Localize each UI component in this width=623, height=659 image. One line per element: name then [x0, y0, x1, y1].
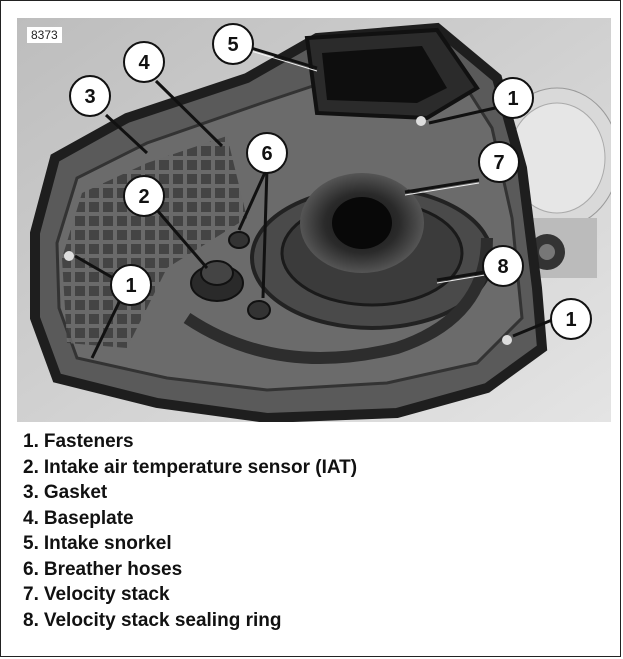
- legend-label: Breather hoses: [43, 558, 183, 580]
- legend-number: 8.: [23, 609, 39, 631]
- legend-number: 1.: [23, 431, 39, 452]
- callout-1-top-number: 1: [507, 88, 518, 110]
- callout-5: 5: [212, 23, 254, 65]
- callout-4-number: 4: [138, 52, 150, 74]
- callout-3-number: 3: [84, 86, 95, 108]
- callout-4: 4: [123, 41, 165, 83]
- legend-number: 7.: [23, 584, 39, 605]
- legend-item: 8.Velocity stack sealing ring: [23, 608, 357, 634]
- figure-id: 8373: [27, 27, 62, 43]
- legend-label: Velocity stack: [43, 584, 170, 605]
- legend-item: 1.Fasteners: [23, 429, 357, 455]
- legend-number: 2.: [23, 456, 39, 478]
- legend-item: 2.Intake air temperature sensor (IAT): [23, 455, 357, 481]
- legend-label: Velocity stack sealing ring: [43, 609, 282, 631]
- legend-item: 4.Baseplate: [23, 506, 357, 532]
- legend-label: Gasket: [43, 482, 108, 503]
- fastener: [64, 251, 74, 261]
- callout-6-number: 6: [261, 143, 272, 165]
- fastener: [502, 335, 512, 345]
- callout-2-number: 2: [138, 186, 149, 208]
- component-photo: 5 4 3 1 6 7 2: [17, 18, 611, 422]
- callout-6: 6: [246, 132, 288, 174]
- legend-item: 5.Intake snorkel: [23, 531, 357, 557]
- breather-fitting: [247, 300, 271, 320]
- callout-3: 3: [69, 75, 111, 117]
- callout-7: 7: [478, 141, 520, 183]
- callout-8: 8: [482, 245, 524, 287]
- legend-label: Fasteners: [43, 431, 134, 452]
- callout-5-number: 5: [227, 34, 238, 56]
- breather-fitting: [228, 231, 250, 249]
- legend-list: 1.Fasteners 2.Intake air temperature sen…: [23, 429, 357, 633]
- callout-1-right: 1: [550, 298, 592, 340]
- callout-8-number: 8: [497, 256, 508, 278]
- legend-item: 7.Velocity stack: [23, 582, 357, 608]
- photo-illustration: 5 4 3 1 6 7 2: [17, 18, 611, 422]
- callout-1-left-number: 1: [125, 275, 136, 297]
- legend-label: Baseplate: [43, 507, 134, 529]
- legend-label: Intake snorkel: [43, 533, 172, 554]
- legend-item: 3.Gasket: [23, 480, 357, 506]
- callout-7-number: 7: [493, 152, 504, 174]
- legend-number: 5.: [23, 533, 39, 554]
- fastener: [416, 116, 426, 126]
- callout-1-left: 1: [110, 264, 152, 306]
- legend-number: 4.: [23, 507, 39, 529]
- legend-label: Intake air temperature sensor (IAT): [43, 456, 358, 478]
- legend-number: 6.: [23, 558, 39, 580]
- legend-number: 3.: [23, 482, 39, 503]
- callout-1-right-number: 1: [565, 309, 576, 331]
- legend-item: 6.Breather hoses: [23, 557, 357, 583]
- callout-1-top: 1: [492, 77, 534, 119]
- callout-2: 2: [123, 175, 165, 217]
